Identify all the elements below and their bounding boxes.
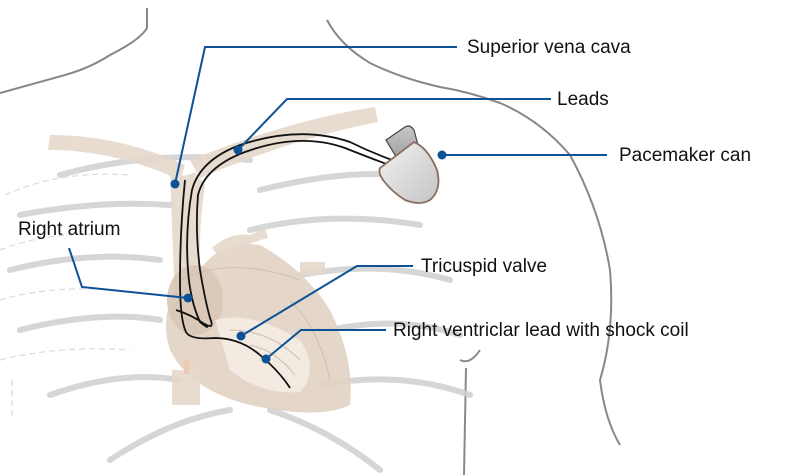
leader-svc	[174, 46, 457, 185]
leader-lines	[68, 46, 607, 360]
lead-wire-atrial	[175, 133, 393, 328]
coronary-sinus	[184, 360, 189, 374]
rib	[107, 407, 233, 463]
rib	[7, 253, 163, 273]
lead-wires	[175, 133, 393, 389]
aorta	[212, 228, 268, 260]
clavicle-left	[48, 135, 185, 180]
pacemaker-header	[385, 125, 419, 161]
rib	[267, 407, 383, 473]
lead-wire-ventricular	[195, 139, 393, 327]
rib	[17, 313, 163, 333]
leader-dot-ra	[183, 293, 193, 303]
leader-dot-leads	[233, 145, 243, 155]
leader-ra	[68, 247, 189, 299]
leader-dot-can	[437, 150, 447, 160]
lead-wire-rv-coil	[179, 179, 291, 389]
neck-right-outline	[326, 19, 621, 446]
label-leads: Leads	[557, 89, 609, 110]
leader-leads	[237, 98, 551, 151]
rib	[47, 374, 183, 398]
leader-dot-rv	[261, 354, 271, 364]
label-right-atrium: Right atrium	[18, 219, 121, 240]
label-pacemaker-can: Pacemaker can	[619, 145, 752, 166]
rib	[247, 215, 423, 233]
rib	[17, 200, 173, 218]
rib	[257, 171, 403, 193]
ribcage-thin	[0, 173, 131, 420]
rib	[327, 320, 463, 338]
pacemaker-body	[378, 140, 440, 204]
right-atrium-chamber	[167, 265, 223, 335]
pulmonary-vessel	[300, 262, 325, 275]
label-right-ventricular-lead: Right ventriclar lead with shock coil	[393, 320, 689, 341]
leader-dots	[170, 145, 447, 364]
inferior-vena-cava	[172, 370, 200, 405]
body-outline	[0, 8, 621, 475]
leader-tv	[240, 265, 413, 337]
pacemaker-can	[378, 125, 440, 204]
leader-rv	[265, 329, 386, 360]
leader-dot-svc	[170, 179, 180, 189]
label-superior-vena-cava: Superior vena cava	[467, 37, 631, 58]
label-tricuspid-valve: Tricuspid valve	[421, 256, 548, 277]
leader-dot-tv	[236, 331, 246, 341]
torso-right-outline	[459, 349, 481, 475]
neck-left-outline	[0, 8, 148, 94]
